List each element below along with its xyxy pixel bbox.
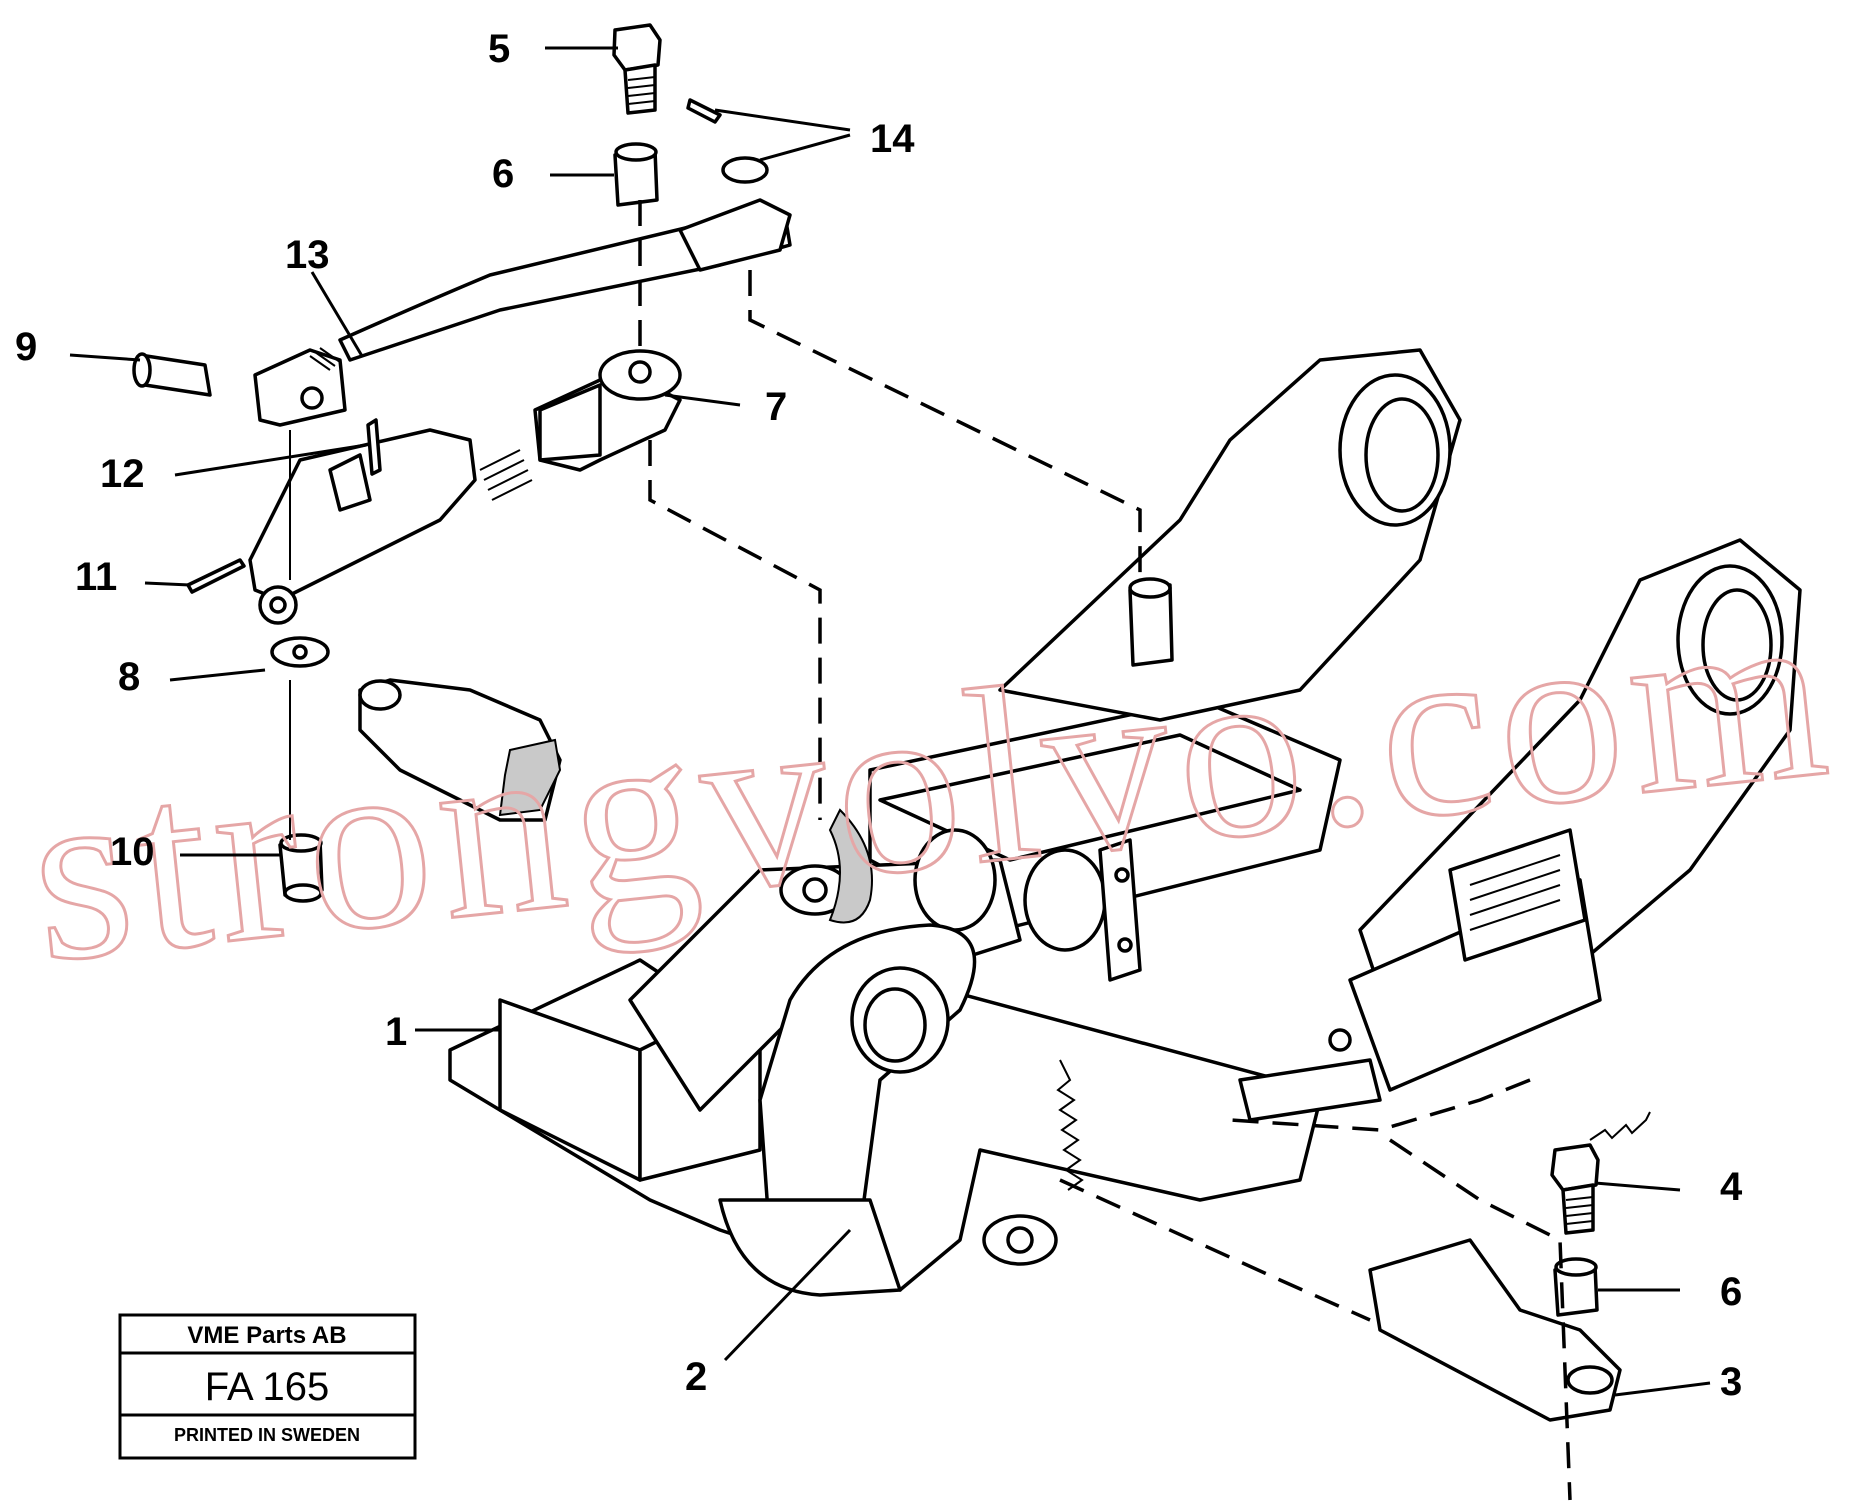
callout-6-bottom: 6 [1720,1270,1742,1314]
callout-10: 10 [110,830,155,874]
alignment-dashes [289,200,1572,1501]
callout-8: 8 [118,655,140,699]
callout-11: 11 [75,555,117,599]
callout-4: 4 [1720,1165,1743,1209]
title-block-company: VME Parts AB [187,1322,346,1349]
callout-9: 9 [15,325,37,369]
callout-labels: 5 6 14 13 9 7 12 11 8 10 1 2 4 6 3 [15,27,1743,1404]
callout-7: 7 [765,385,787,429]
callout-5: 5 [488,27,510,71]
latch-rod-assembly [132,23,1651,1422]
callout-12: 12 [100,452,145,496]
title-block: VME Parts AB FA 165 PRINTED IN SWEDEN [118,1313,417,1460]
title-block-printed: PRINTED IN SWEDEN [174,1425,360,1445]
callout-2: 2 [685,1355,707,1399]
callout-1: 1 [385,1010,407,1054]
title-block-figure: FA 165 [205,1365,330,1409]
quick-coupler-frame [448,348,1802,1297]
callout-3: 3 [1720,1360,1742,1404]
callout-6-top: 6 [492,152,514,196]
callout-13: 13 [285,233,330,277]
callout-leaders [69,46,1711,1397]
callout-14: 14 [870,117,915,161]
